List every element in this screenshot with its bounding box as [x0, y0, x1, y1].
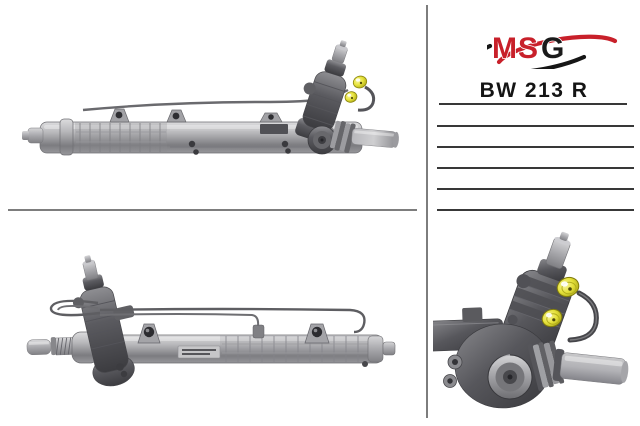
yellow-port-cap	[352, 75, 368, 89]
ports	[443, 354, 463, 388]
port-pipe	[567, 290, 599, 343]
pipe-brackets	[137, 323, 330, 344]
spec-rule-line	[439, 103, 627, 105]
collar-rings	[527, 340, 565, 391]
photo-steering-rack-top	[22, 40, 399, 156]
rack-label-plate	[177, 345, 221, 359]
pinion-cover	[487, 354, 533, 400]
yellow-port-cap	[541, 308, 563, 328]
output-shaft	[552, 348, 629, 385]
spec-rule-line	[437, 209, 634, 211]
logo-swoosh-red	[496, 34, 618, 65]
yellow-port-cap	[556, 276, 580, 298]
spec-rule-line	[437, 188, 634, 190]
yellow-port-cap	[344, 91, 358, 103]
spec-rule-line	[437, 146, 634, 148]
logo-text-g: G	[541, 32, 565, 65]
tie-rod	[351, 128, 399, 148]
msg-logo: MS G	[487, 25, 619, 69]
part-number: BW 213 R	[479, 79, 589, 102]
logo-text-ms: MS	[492, 32, 539, 65]
input-shaft	[84, 255, 92, 263]
valve-housing	[72, 255, 135, 387]
spec-rule-line	[437, 125, 634, 127]
photo-steering-rack-bottom	[26, 255, 396, 387]
pipe-brackets	[109, 108, 283, 123]
port-pipe	[357, 85, 376, 112]
horizontal-divider	[8, 209, 417, 211]
input-shaft	[559, 231, 569, 241]
vertical-divider	[426, 5, 428, 418]
input-shaft	[339, 40, 347, 48]
logo-swoosh-black	[487, 43, 587, 69]
spec-rule-line	[437, 167, 634, 169]
rack-label-plate	[260, 124, 288, 134]
rack-tube	[22, 118, 363, 156]
hydraulic-pipes	[49, 299, 366, 334]
pinion-boss	[307, 125, 337, 155]
photo-valve-closeup	[433, 231, 629, 409]
msg-logo-graphic: MS G	[487, 31, 618, 69]
